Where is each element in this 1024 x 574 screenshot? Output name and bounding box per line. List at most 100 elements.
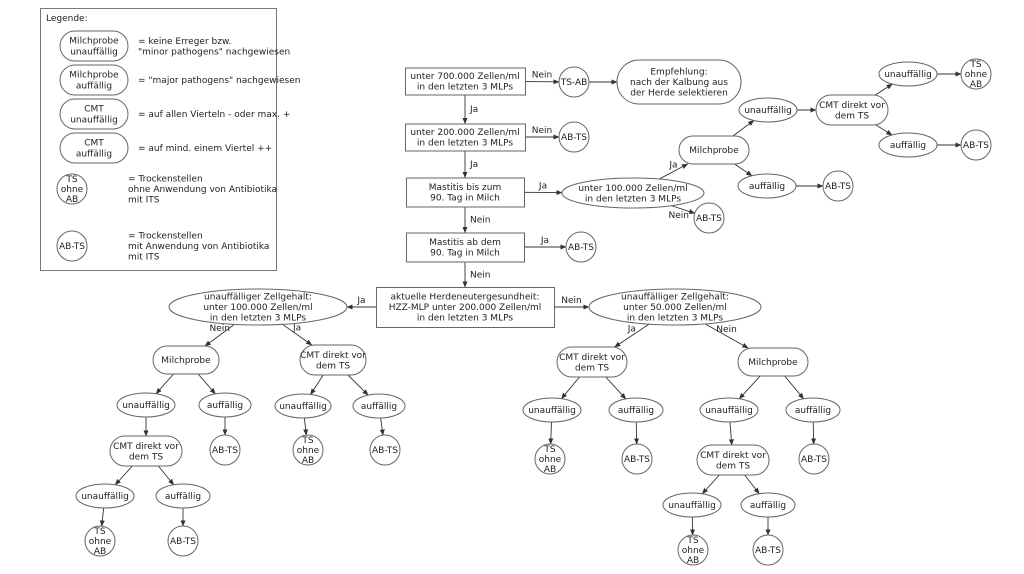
ab-ts-node: AB-TS: [209, 434, 241, 466]
node-text: AB-TS: [212, 446, 238, 456]
edge-label: Ja: [540, 236, 549, 246]
edge-arrow: [303, 417, 309, 436]
node-text: AB-TS: [561, 133, 587, 143]
edge-arrow: [155, 373, 174, 395]
node-text: unauffällig: [744, 106, 792, 116]
edge-label: Nein: [669, 211, 689, 221]
node-text: unauffällig: [122, 401, 170, 411]
decision-node-ellipse: [198, 392, 252, 418]
node-text: dem TS: [716, 461, 750, 471]
node-text: dem TS: [316, 361, 350, 371]
decision-node-rounded: [696, 444, 770, 476]
node-text: AB-TS: [801, 455, 827, 465]
edge-label: Ja: [469, 105, 478, 115]
node-text: CMT direkt vor: [819, 101, 885, 111]
node-text: unter 100.000 Zellen/ml: [203, 303, 312, 313]
ab-ts-node-circle: [209, 434, 241, 466]
legend-symbol-rounded: [59, 30, 129, 62]
edge-arrow: [548, 421, 554, 445]
legend-symbol-rounded: [59, 98, 129, 130]
decision-node: auffällig: [785, 397, 841, 423]
decision-node: unauffällig: [522, 397, 582, 423]
node-text: ohne: [89, 537, 112, 547]
node-text: auffällig: [361, 402, 397, 412]
decision-node-ellipse: [75, 483, 135, 509]
node-text: unter 100.000 Zellen/ml: [578, 184, 687, 194]
edge-arrow: [875, 83, 893, 96]
ab-ts-node: AB-TS: [960, 129, 992, 161]
node-text: = "major pathogens" nachgewiesen: [138, 76, 300, 86]
legend-symbol-circle: [56, 230, 88, 262]
edge-arrow: [347, 374, 369, 396]
node-text: auffällig: [76, 150, 112, 160]
ab-ts-node-circle: [960, 129, 992, 161]
node-text: auffällig: [76, 82, 112, 92]
edge-arrow: [784, 375, 805, 400]
node-text: AB: [66, 195, 78, 205]
node-text: auffällig: [165, 492, 201, 502]
node-text: TS: [686, 536, 698, 546]
decision-node-ellipse: [352, 393, 406, 419]
node-text: Mastitis bis zum: [429, 183, 502, 193]
node-text: AB: [302, 456, 314, 466]
node-text: TS-AB: [560, 78, 588, 88]
edge-label: Ja: [668, 161, 677, 171]
edge-arrow: [875, 124, 893, 136]
decision-node-rect: [406, 177, 525, 208]
edge-arrow: [605, 376, 627, 400]
ab-ts-node: AB-TS: [621, 443, 653, 475]
node-text: auffällig: [890, 141, 926, 151]
ab-ts-node-circle: [558, 121, 590, 153]
node-text: mit ITS: [128, 196, 160, 206]
decision-node-ellipse: [522, 397, 582, 423]
decision-node: unauffällig: [699, 397, 759, 423]
node-text: unauffällig: [81, 492, 129, 502]
edge-arrow: [282, 323, 313, 346]
decision-node-ellipse: [168, 288, 348, 326]
decision-node: Milchprobe: [737, 347, 809, 377]
ts-ohne-ab-node-circle: [960, 58, 992, 90]
node-text: unauffällig: [528, 406, 576, 416]
node-text: AB-TS: [755, 546, 781, 556]
edge-arrow: [732, 120, 755, 137]
node-text: unauffällig: [70, 48, 118, 58]
node-text: Milchprobe: [748, 358, 798, 368]
decision-node: unauffällig: [738, 97, 798, 123]
node-text: TS: [65, 175, 77, 185]
node-text: AB-TS: [59, 242, 85, 252]
edge-arrow: [671, 205, 696, 214]
decision-node-ellipse: [699, 397, 759, 423]
edge-label: Ja: [356, 296, 365, 306]
decision-node: unauffällig: [662, 492, 722, 518]
node-text: AB-TS: [696, 214, 722, 224]
decision-node-rounded: [737, 347, 809, 377]
node-text: dem TS: [575, 363, 609, 373]
node-text: mit ITS: [128, 253, 160, 263]
edge-arrow: [379, 417, 385, 436]
node-text: Milchprobe: [69, 37, 119, 47]
decision-node: unauffälliger Zellgehalt:unter 100.000 Z…: [168, 288, 348, 326]
node-text: HZZ-MLP unter 200.000 Zellen/ml: [389, 303, 542, 313]
edge-arrow: [561, 376, 580, 400]
node-text: AB: [94, 547, 106, 557]
node-text: auffällig: [749, 182, 785, 192]
node-text: unter 200.000 Zellen/ml: [410, 128, 519, 138]
node-text: auffällig: [795, 406, 831, 416]
decision-node: auffällig: [198, 392, 252, 418]
ab-ts-node: AB-TS: [693, 202, 725, 234]
node-text: = keine Erreger bzw.: [138, 37, 231, 47]
node-text: AB-TS: [372, 446, 398, 456]
decision-node: unauffälliger Zellgehalt:unter 50.000 Ze…: [588, 288, 762, 326]
